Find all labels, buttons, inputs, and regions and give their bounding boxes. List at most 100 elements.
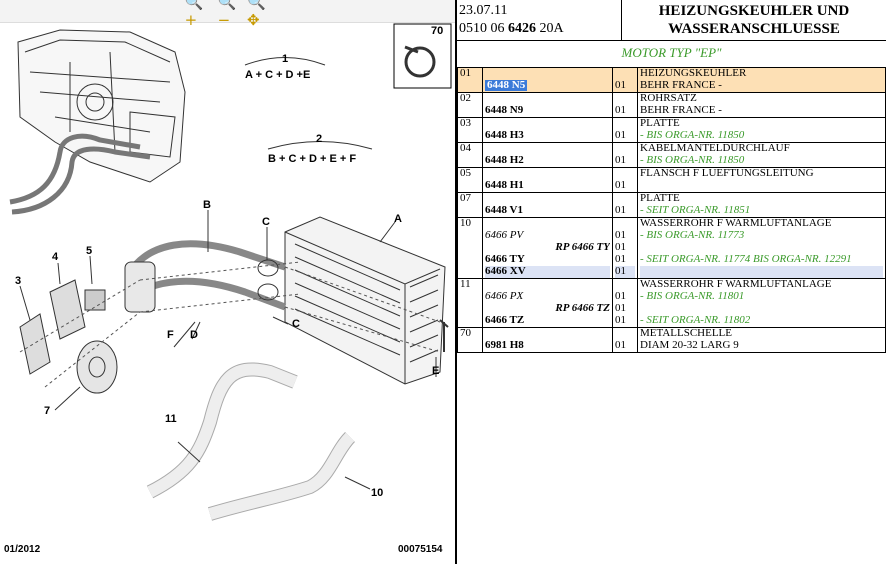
part-reference[interactable]: 6981 H8	[482, 327, 613, 353]
qty-spacer	[615, 279, 635, 291]
desc-title: WASSERROHR F WARMLUFTANLAGE	[640, 218, 832, 229]
part-reference[interactable]: 6448 H3	[482, 117, 613, 143]
code-suffix: 20A	[536, 21, 564, 36]
formula-2: B + C + D + E + F	[268, 153, 356, 165]
qty-value: 01	[615, 205, 626, 216]
ref-value[interactable]: RP 6466 TZ	[555, 303, 610, 314]
part-reference[interactable]: 6448 N9	[482, 92, 613, 118]
ref-spacer	[485, 218, 610, 230]
part-description: KABELMANTELDURCHLAUF- BIS ORGA-NR. 11850	[637, 142, 886, 168]
desc-title: HEIZUNGSKEUHLER	[640, 68, 747, 79]
header-separator	[621, 0, 622, 40]
ref-value[interactable]: 6448 V1	[485, 205, 523, 216]
qty-value: 01	[615, 340, 626, 351]
desc-sub: - SEIT ORGA-NR. 11851	[640, 205, 751, 216]
desc-sub: BEHR FRANCE -	[640, 105, 722, 116]
desc-sub	[640, 242, 883, 254]
pan-zoom-icon[interactable]: 🔍✥	[247, 0, 266, 29]
title-line-1: HEIZUNGSKEUHLER UND	[658, 3, 850, 19]
code-bold: 6426	[508, 21, 536, 36]
callout-5: 5	[86, 245, 92, 257]
qty-value: 01	[615, 180, 626, 191]
diagram-number: 00075154	[398, 544, 443, 555]
qty-value: 01	[615, 242, 626, 253]
ref-value[interactable]: 6448 H1	[485, 180, 524, 191]
desc-sub: DIAM 20-32 LARG 9	[640, 340, 739, 351]
part-reference[interactable]: 6448 N5	[482, 67, 613, 93]
desc-sub: - SEIT ORGA-NR. 11802	[640, 315, 751, 326]
desc-sub	[640, 180, 883, 192]
desc-sub	[640, 266, 883, 278]
row-number: 01	[457, 67, 483, 93]
ref-spacer	[485, 143, 610, 155]
part-reference[interactable]: 6448 H1	[482, 167, 613, 193]
parts-pane: 23.07.11 0510 06 6426 20A HEIZUNGSKEUHLE…	[457, 0, 886, 564]
desc-title: PLATTE	[640, 193, 680, 204]
header-meta: 23.07.11 0510 06 6426 20A	[459, 2, 564, 38]
desc-sub	[640, 303, 883, 315]
desc-sub: - BIS ORGA-NR. 11773	[640, 230, 745, 241]
selected-ref[interactable]: 6448 N5	[485, 80, 528, 91]
part-reference[interactable]: 6448 V1	[482, 192, 613, 218]
row-number: 04	[457, 142, 483, 168]
ref-value[interactable]: 6448 H2	[485, 155, 524, 166]
qty-value: 01	[615, 105, 626, 116]
part-quantity: 01	[612, 67, 638, 93]
ref-value[interactable]: 6448 H3	[485, 130, 524, 141]
callout-A: A	[394, 213, 402, 225]
part-quantity: 01	[612, 92, 638, 118]
ref-value[interactable]: 6466 XV	[485, 266, 610, 278]
desc-sub: - BIS ORGA-NR. 11850	[640, 130, 745, 141]
qty-spacer	[615, 143, 635, 155]
qty-spacer	[615, 193, 635, 205]
part-reference[interactable]: 6448 H2	[482, 142, 613, 168]
ref-spacer	[485, 328, 610, 340]
ref-value[interactable]: 6448 N5	[485, 80, 610, 92]
header-code: 0510 06 6426 20A	[459, 20, 564, 38]
pane-divider[interactable]	[455, 0, 457, 564]
part-description: FLANSCH F LUEFTUNGSLEITUNG	[637, 167, 886, 193]
ref-value[interactable]: 6448 N9	[485, 105, 524, 116]
ref-value[interactable]: 6981 H8	[485, 340, 524, 351]
ref-value[interactable]: 6466 TZ	[485, 315, 525, 326]
desc-title: PLATTE	[640, 118, 680, 129]
desc-sub: - SEIT ORGA-NR. 11774 BIS ORGA-NR. 12291	[640, 254, 852, 265]
zoom-out-icon[interactable]: 🔍−	[217, 0, 237, 29]
qty-value: 01	[615, 303, 626, 314]
formula-1: A + C + D +E	[245, 69, 310, 81]
callout-C-bottom: C	[292, 318, 300, 330]
ref-value[interactable]: 6466 PV	[485, 230, 524, 241]
callout-4: 4	[52, 251, 59, 263]
desc-title: METALLSCHELLE	[640, 328, 732, 339]
desc-title: WASSERROHR F WARMLUFTANLAGE	[640, 279, 832, 290]
qty-value: 01	[615, 254, 626, 265]
part-description: PLATTE- SEIT ORGA-NR. 11851	[637, 192, 886, 218]
zoom-in-icon[interactable]: 🔍+	[184, 0, 204, 29]
qty-value: 01	[615, 315, 626, 326]
qty-spacer	[615, 118, 635, 130]
ref-value[interactable]: RP 6466 TY	[555, 242, 610, 253]
part-reference[interactable]: 6466 PX RP 6466 TZ 6466 TZ	[482, 278, 613, 328]
callout-3: 3	[15, 275, 21, 287]
row-number: 11	[457, 278, 483, 328]
desc-title: ROHRSATZ	[640, 93, 697, 104]
callout-B: B	[203, 199, 211, 211]
ref-value[interactable]: 6466 TY	[485, 254, 525, 265]
callout-C-top: C	[262, 216, 270, 228]
qty-value: 01	[615, 291, 626, 302]
desc-sub: - BIS ORGA-NR. 11850	[640, 155, 745, 166]
part-quantity: 01	[612, 167, 638, 193]
ref-value[interactable]: 6466 PX	[485, 291, 524, 302]
